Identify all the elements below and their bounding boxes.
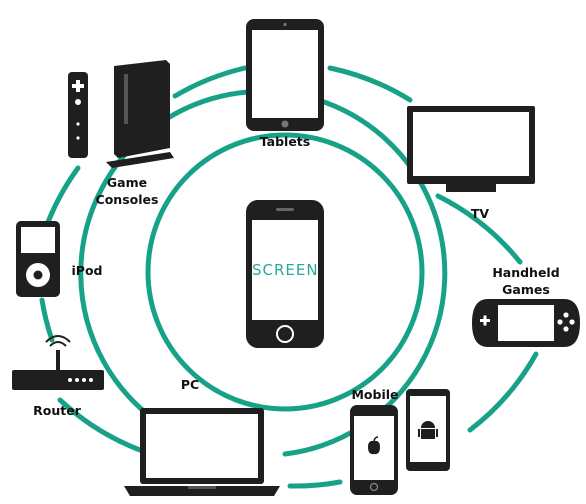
outer-ring-top bbox=[172, 65, 248, 99]
game-console-icon bbox=[68, 60, 174, 168]
game-consoles-label: Game Consoles bbox=[95, 175, 159, 207]
handheld-games-label: Handheld Games bbox=[492, 265, 560, 297]
handheld-console-icon bbox=[472, 299, 580, 347]
android-phone-icon bbox=[406, 389, 450, 471]
outer-ring-right bbox=[435, 193, 523, 265]
outer-ring-left-lower bbox=[39, 297, 55, 343]
tablets-label: Tablets bbox=[259, 134, 311, 149]
laptop-icon bbox=[124, 408, 280, 496]
router-icon bbox=[12, 335, 104, 390]
ipod-icon bbox=[16, 221, 60, 297]
tv-label: TV bbox=[470, 206, 490, 221]
tablet-icon bbox=[246, 19, 324, 131]
ipod-label: iPod bbox=[71, 263, 103, 278]
iphone-icon bbox=[350, 405, 398, 495]
mobile-label: Mobile bbox=[351, 387, 399, 402]
router-label: Router bbox=[33, 403, 81, 418]
outer-ring-top-right bbox=[327, 65, 413, 103]
outer-ring-bottom bbox=[287, 479, 343, 489]
outer-ring-lower-right bbox=[467, 351, 539, 433]
pc-label: PC bbox=[180, 377, 200, 392]
outer-ring-bottom-left bbox=[57, 397, 143, 453]
screen-text: SCREEN bbox=[252, 261, 319, 279]
inner-ring bbox=[145, 132, 425, 412]
smartphone-icon bbox=[246, 200, 324, 348]
tv-icon bbox=[407, 106, 535, 192]
